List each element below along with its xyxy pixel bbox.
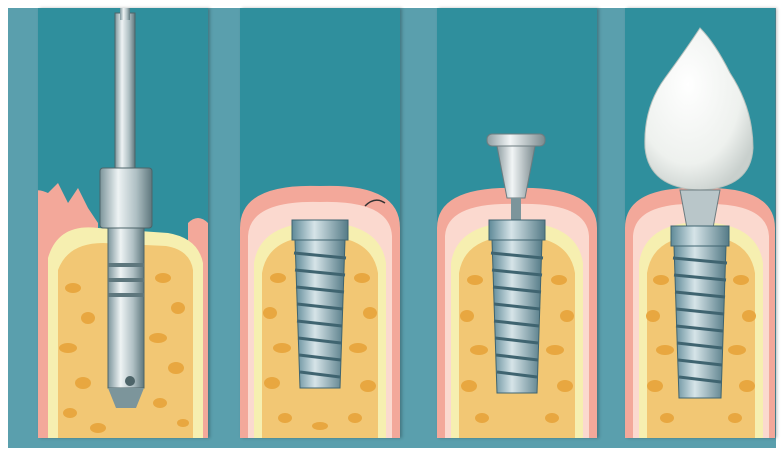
drill-tip-cap xyxy=(120,8,130,20)
stage-drill-panel xyxy=(38,8,208,438)
implant-scene xyxy=(240,8,400,438)
implant-head xyxy=(671,226,729,246)
crown xyxy=(645,28,753,190)
abutment-screw xyxy=(511,198,521,220)
drill-shaft-top xyxy=(115,13,135,173)
stage-crown-panel xyxy=(625,8,775,438)
abutment-scene xyxy=(437,8,597,438)
implant-body xyxy=(492,240,542,393)
implant-body xyxy=(674,246,726,398)
abutment-post xyxy=(680,190,720,228)
implant-head xyxy=(489,220,545,240)
stage-abutment-panel xyxy=(437,8,597,438)
drill-scene xyxy=(38,8,208,438)
abutment-cap xyxy=(487,134,545,146)
implant-head xyxy=(292,220,348,240)
implant-body xyxy=(295,240,345,388)
drill-bit xyxy=(108,228,144,388)
stage-implant-panel xyxy=(240,8,400,438)
crown-scene xyxy=(625,8,775,438)
drill-collar xyxy=(100,168,152,228)
